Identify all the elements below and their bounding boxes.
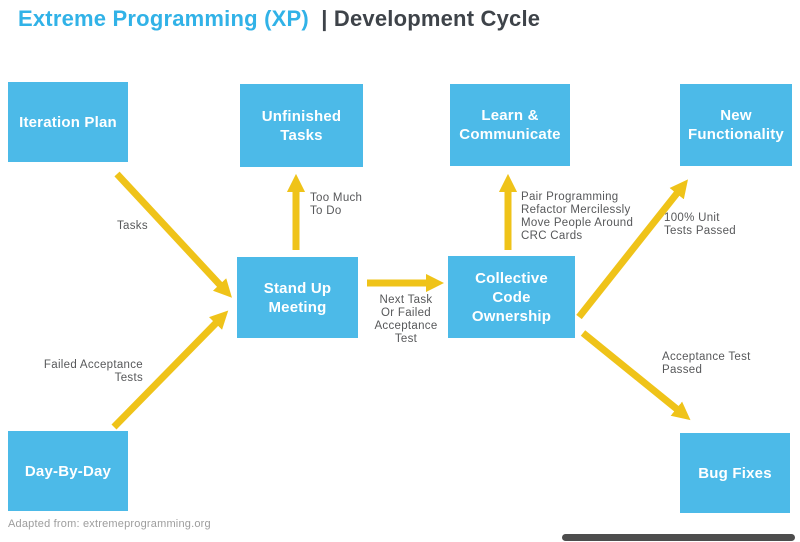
node-bug-fixes: Bug Fixes: [680, 433, 790, 513]
edge-label-next-task: Next Task Or Failed Acceptance Test: [374, 294, 438, 345]
edge-label-pair-programming: Pair Programming Refactor Mercilessly Mo…: [521, 191, 634, 242]
horizontal-scrollbar-thumb[interactable]: [562, 534, 795, 541]
edge-label-too-much-to-do: Too Much To Do: [310, 192, 363, 217]
node-day-by-day: Day-By-Day: [8, 431, 128, 511]
edge-label-acceptance-test-passed: Acceptance Test Passed: [662, 351, 751, 376]
node-stand-up-meeting: Stand Up Meeting: [237, 257, 358, 338]
node-collective-code-ownership: Collective Code Ownership: [448, 256, 575, 338]
edge-label-unit-tests-passed: 100% Unit Tests Passed: [664, 212, 736, 237]
node-new-functionality: New Functionality: [680, 84, 792, 166]
edge-label-failed-acceptance-tests: Failed Acceptance Tests: [43, 359, 143, 384]
title-secondary: | Development Cycle: [321, 6, 541, 31]
node-learn-communicate: Learn & Communicate: [450, 84, 570, 166]
node-unfinished-tasks: Unfinished Tasks: [240, 84, 363, 167]
edge-label-tasks: Tasks: [117, 220, 148, 232]
page-title: Extreme Programming (XP) | Development C…: [18, 6, 540, 32]
title-highlight: Extreme Programming (XP): [18, 6, 309, 31]
source-attribution: Adapted from: extremeprogramming.org: [8, 518, 211, 530]
node-iteration-plan: Iteration Plan: [8, 82, 128, 162]
